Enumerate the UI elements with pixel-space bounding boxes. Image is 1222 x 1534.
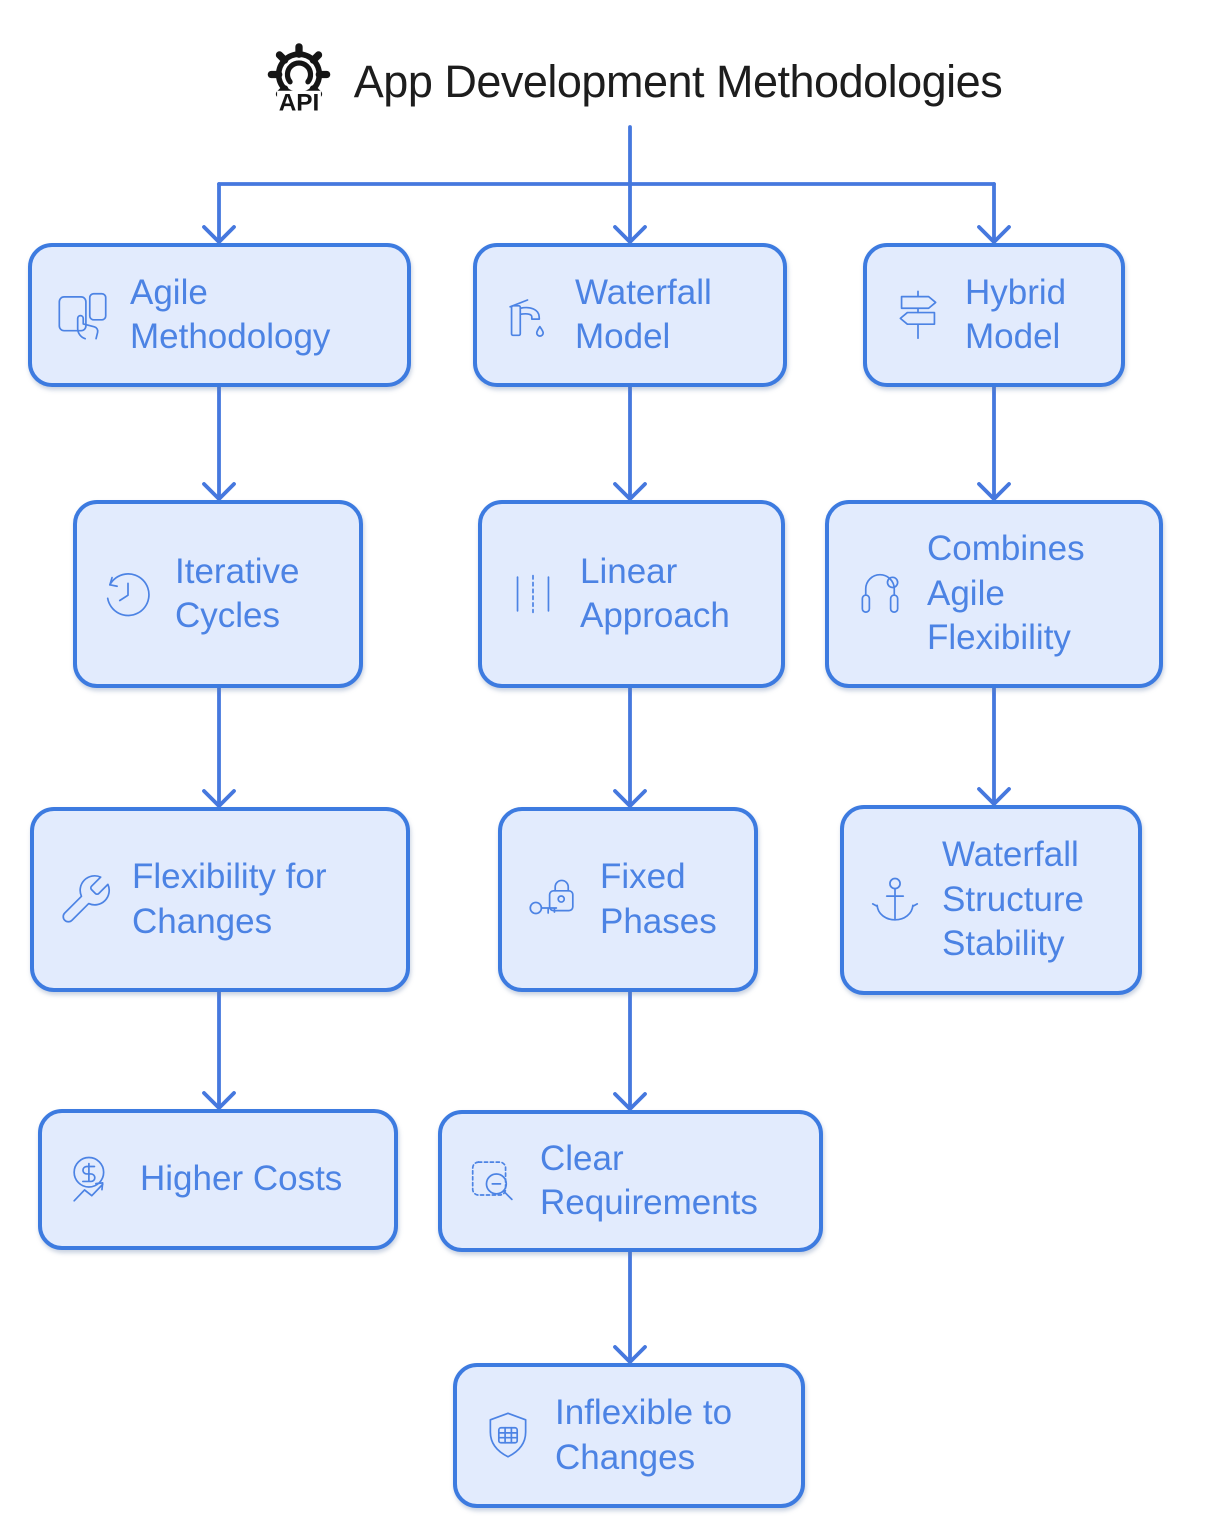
road-lanes-icon <box>504 565 562 623</box>
jump-rope-icon <box>851 565 909 623</box>
node-iterative-cycles: Iterative Cycles <box>73 500 363 688</box>
diagram-title-block: API App Development Methodologies <box>0 40 1222 124</box>
wrench-icon <box>56 871 114 929</box>
node-label: Iterative Cycles <box>175 551 300 635</box>
node-agile-methodology: Agile Methodology <box>28 243 411 387</box>
node-label: Waterfall Model <box>575 272 712 356</box>
node-label: Fixed Phases <box>600 857 717 941</box>
node-waterfall-model: Waterfall Model <box>473 243 787 387</box>
node-label: Combines Agile Flexibility <box>927 529 1085 658</box>
page-title: App Development Methodologies <box>353 56 1003 107</box>
faucet-icon <box>499 286 557 344</box>
history-clock-icon <box>99 565 157 623</box>
node-waterfall-structure-stability: Waterfall Structure Stability <box>840 805 1142 995</box>
node-label: Higher Costs <box>140 1159 343 1199</box>
node-label: Hybrid Model <box>965 272 1067 356</box>
node-fixed-phases: Fixed Phases <box>498 807 758 992</box>
svg-text:API: API <box>278 89 319 116</box>
node-label: Agile Methodology <box>130 272 331 356</box>
anchor-icon <box>866 871 924 929</box>
node-label: Flexibility for Changes <box>132 857 327 941</box>
shield-table-icon <box>479 1407 537 1465</box>
gear-api-icon: API <box>260 42 338 122</box>
node-label: Waterfall Structure Stability <box>942 835 1084 964</box>
node-combines-agile-flexibility: Combines Agile Flexibility <box>825 500 1163 688</box>
lock-key-icon <box>524 871 582 929</box>
node-label: Linear Approach <box>580 551 730 635</box>
node-hybrid-model: Hybrid Model <box>863 243 1125 387</box>
node-linear-approach: Linear Approach <box>478 500 785 688</box>
dollar-trend-icon <box>64 1151 122 1209</box>
node-flexibility-for-changes: Flexibility for Changes <box>30 807 410 992</box>
node-inflexible-to-changes: Inflexible to Changes <box>453 1363 805 1508</box>
node-label: Inflexible to Changes <box>555 1393 733 1477</box>
node-label: Clear Requirements <box>540 1138 758 1222</box>
node-higher-costs: Higher Costs <box>38 1109 398 1250</box>
devices-hand-icon <box>54 286 112 344</box>
signpost-icon <box>889 286 947 344</box>
search-area-icon <box>464 1152 522 1210</box>
node-clear-requirements: Clear Requirements <box>438 1110 823 1252</box>
